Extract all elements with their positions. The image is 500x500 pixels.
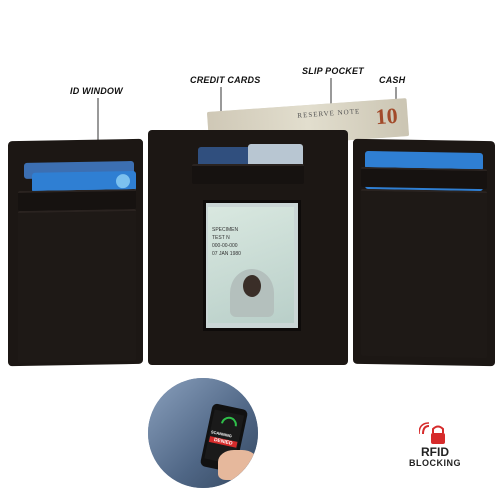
card-circle-icon — [116, 174, 130, 189]
id-card-date: 07 JAN 1980 — [212, 251, 241, 257]
left-panel — [8, 138, 143, 367]
center-panel: SPECIMEN TEST N 000-00-000 07 JAN 1980 — [148, 130, 348, 365]
rfid-lock-icon — [419, 422, 445, 444]
right-slot-2 — [361, 188, 487, 359]
left-slot-1 — [18, 188, 136, 212]
id-window-callout: ID WINDOW — [70, 86, 123, 96]
rfid-badge: RFID BLOCKING — [400, 422, 470, 468]
rfid-sub: BLOCKING — [409, 458, 461, 468]
banknote-denomination: 10 — [374, 102, 399, 130]
cash-pointer — [395, 87, 397, 109]
id-card-number: 000-00-000 — [212, 243, 238, 249]
right-panel — [353, 138, 495, 367]
id-card-line2: TEST N — [212, 235, 230, 241]
phone-scan-inset: SCANNING DENIED — [148, 378, 258, 488]
id-photo — [230, 269, 274, 317]
rfid-label: RFID — [421, 445, 449, 459]
id-card: SPECIMEN TEST N 000-00-000 07 JAN 1980 — [208, 207, 294, 323]
right-slot-1 — [361, 166, 487, 190]
left-slot-2 — [18, 208, 136, 364]
slip-pocket-callout: SLIP POCKET — [302, 66, 364, 76]
cash-callout: CASH — [379, 75, 406, 85]
center-slot-1 — [192, 164, 304, 184]
hand — [218, 450, 258, 480]
phone-line2: DENIED — [208, 436, 238, 448]
id-card-line1: SPECIMEN — [212, 227, 239, 233]
credit-cards-callout: CREDIT CARDS — [190, 75, 261, 85]
id-window: SPECIMEN TEST N 000-00-000 07 JAN 1980 — [203, 200, 301, 331]
trifold-wallet: RESERVE NOTE 10 SPECIMEN TEST N 000-00-0… — [8, 98, 495, 370]
